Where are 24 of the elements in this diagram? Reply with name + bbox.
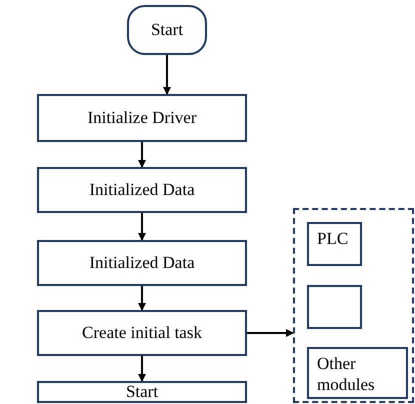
arrow [138,213,146,241]
node-label: Other modules [317,353,376,396]
process-box [37,94,247,142]
node-label: Start [150,19,184,41]
node-label: Initialized Data [89,179,195,201]
node-label: Start [126,381,158,403]
dashed-group-box [293,208,414,403]
arrow [138,142,146,168]
node-label: PLC [317,228,348,250]
node-label: Create initial task [82,322,202,344]
process-box [37,310,247,356]
module-box [307,285,362,329]
module-box [307,222,362,266]
arrow [163,55,171,95]
process-box [37,381,247,403]
arrow [247,329,294,337]
node-label: Initialize Driver [87,107,197,129]
start-terminal [127,5,207,55]
arrow [138,286,146,311]
arrow [138,356,146,382]
node-label: Initialized Data [89,252,195,274]
module-box [307,347,408,399]
process-box [37,240,247,286]
process-box [37,167,247,213]
